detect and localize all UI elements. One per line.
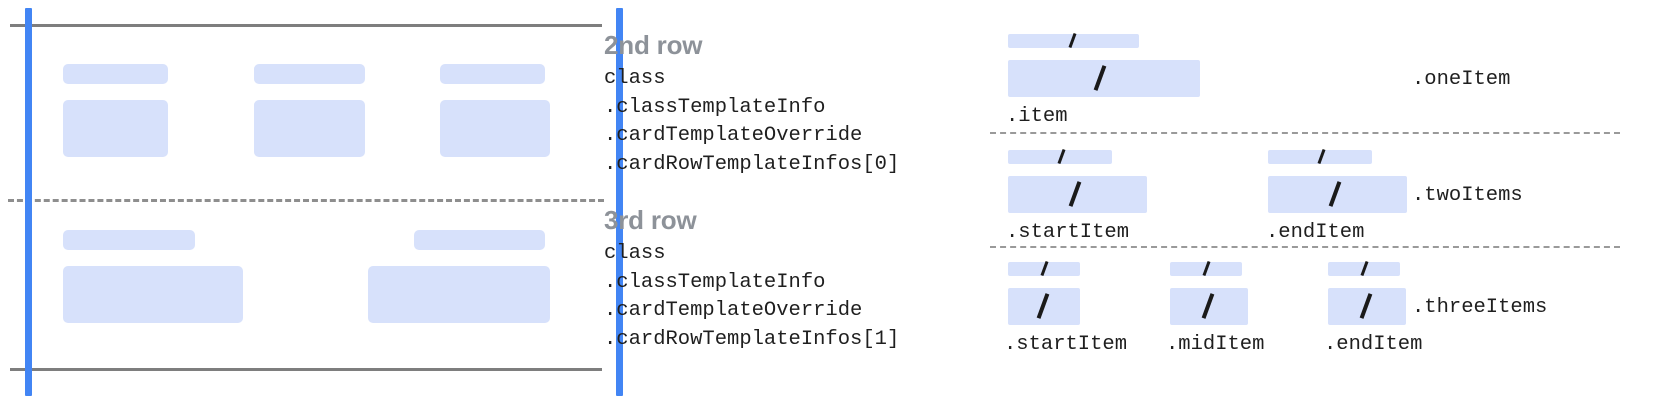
variant-label-two-items: .twoItems	[1412, 184, 1523, 207]
three-items-start-large-bar	[1008, 288, 1080, 325]
variant-group-two-items: .startItem .endItem .twoItems	[944, 138, 1676, 248]
annotation-line-row3-2: .cardTemplateOverride	[604, 299, 863, 322]
slash-icon	[1202, 260, 1211, 277]
slash-icon	[1093, 65, 1107, 91]
variant-label-three-items: .threeItems	[1412, 296, 1548, 319]
row3-col1-body-chip	[63, 266, 243, 323]
slash-icon	[1360, 260, 1369, 277]
slash-icon	[1359, 293, 1373, 319]
slash-icon	[1040, 260, 1049, 277]
variant-separator-2	[990, 246, 1620, 248]
three-items-end-large-bar	[1328, 288, 1406, 325]
item-variants-panel: .item .oneItem .startItem	[944, 0, 1676, 412]
annotation-block-row3: 3rd row class .classTemplateInfo .cardTe…	[604, 203, 944, 354]
variant-group-one-item: .item .oneItem	[944, 22, 1676, 134]
annotation-line-row3-0: class	[604, 242, 666, 265]
row2-col2-title-chip	[254, 64, 365, 84]
one-item-label: .item	[1006, 105, 1068, 128]
slash-icon	[1057, 148, 1066, 165]
two-items-end-label: .endItem	[1266, 221, 1365, 244]
slash-icon	[1201, 293, 1215, 319]
three-items-mid-large-bar	[1170, 288, 1248, 325]
row3-col2-body-chip	[368, 266, 550, 323]
row2-col2-body-chip	[254, 100, 365, 157]
variant-label-one-item: .oneItem	[1412, 68, 1511, 91]
variant-separator-1	[990, 132, 1620, 134]
annotation-line-row2-2: .cardTemplateOverride	[604, 124, 863, 147]
card-preview-panel	[0, 0, 623, 412]
card-row-separator-dashed	[8, 199, 604, 202]
three-items-end-label: .endItem	[1324, 333, 1423, 356]
annotation-block-row2: 2nd row class .classTemplateInfo .cardTe…	[604, 28, 944, 179]
annotation-heading-row2: 2nd row	[604, 30, 703, 60]
card-left-edge-guide	[25, 8, 32, 396]
row2-col3-title-chip	[440, 64, 545, 84]
two-items-start-label: .startItem	[1006, 221, 1130, 244]
annotation-line-row2-3: .cardRowTemplateInfos[0]	[604, 152, 900, 176]
three-items-end-small-bar	[1328, 260, 1400, 277]
two-items-start-small-bar	[1008, 148, 1112, 165]
annotation-heading-row3: 3rd row	[604, 205, 697, 235]
row2-col3-body-chip	[440, 100, 550, 157]
annotation-line-row2-1: .classTemplateInfo	[604, 95, 826, 119]
slash-icon	[1068, 181, 1082, 207]
slash-icon	[1328, 181, 1342, 207]
slash-icon	[1036, 293, 1050, 319]
three-items-mid-small-bar	[1170, 260, 1242, 277]
row3-col2-title-chip	[414, 230, 545, 250]
row2-col1-body-chip	[63, 100, 168, 157]
one-item-large-bar	[1008, 60, 1200, 97]
row2-col1-title-chip	[63, 64, 168, 84]
two-items-start-large-bar	[1008, 176, 1147, 213]
three-items-start-label: .startItem	[1004, 333, 1128, 356]
variant-group-three-items: .startItem .midItem .endItem	[944, 250, 1676, 365]
one-item-small-bar	[1008, 32, 1139, 49]
three-items-mid-label: .midItem	[1166, 333, 1265, 356]
card-bottom-boundary-rule	[10, 368, 602, 371]
three-items-start-small-bar	[1008, 260, 1080, 277]
card-top-boundary-rule	[10, 24, 602, 27]
annotation-line-row3-1: .classTemplateInfo	[604, 270, 826, 294]
annotation-column: 2nd row class .classTemplateInfo .cardTe…	[604, 0, 944, 412]
card-right-edge-guide	[616, 8, 623, 396]
slash-icon	[1317, 148, 1326, 165]
slash-icon	[1068, 32, 1077, 49]
annotation-line-row2-0: class	[604, 67, 666, 90]
annotation-line-row3-3: .cardRowTemplateInfos[1]	[604, 327, 900, 351]
row3-col1-title-chip	[63, 230, 195, 250]
two-items-end-small-bar	[1268, 148, 1372, 165]
two-items-end-large-bar	[1268, 176, 1407, 213]
